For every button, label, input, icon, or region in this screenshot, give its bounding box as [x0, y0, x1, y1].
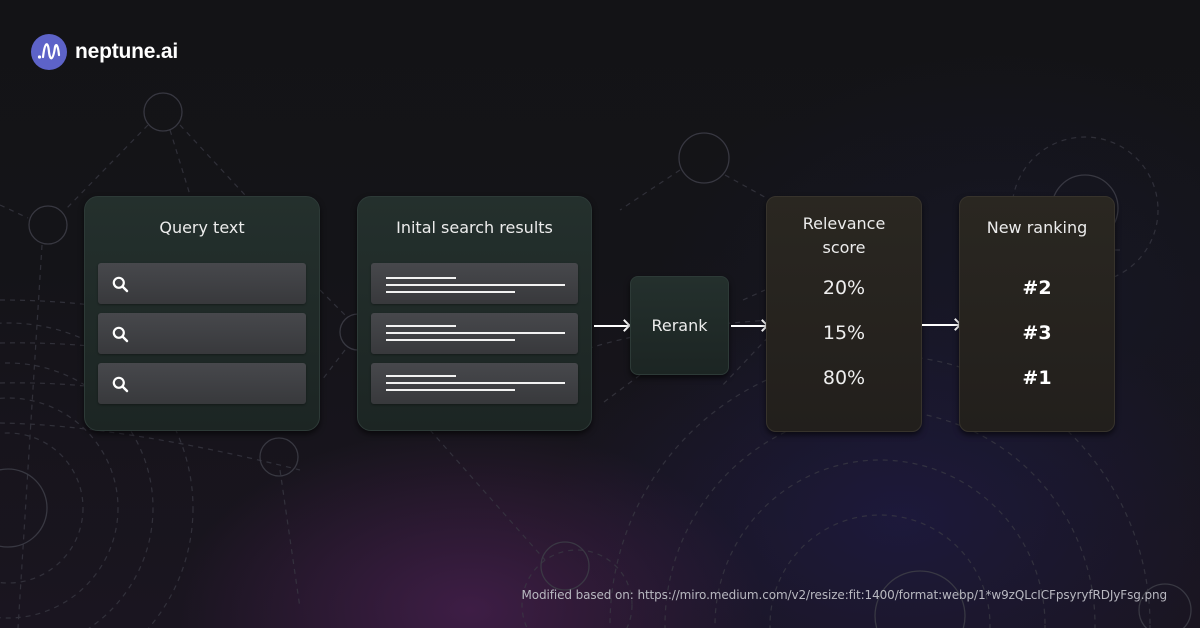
search-icon: [112, 276, 129, 297]
query-row: [98, 363, 306, 404]
result-row: [371, 313, 578, 354]
arrow-right-icon: [594, 325, 628, 327]
brand-name: neptune.ai: [75, 40, 179, 63]
rerank-label: Rerank: [651, 316, 708, 335]
text-line-placeholder: [386, 284, 565, 286]
ranking-title: New ranking: [986, 218, 1088, 237]
relevance-title-line1: Relevance: [802, 214, 886, 233]
query-row: [98, 263, 306, 304]
query-row: [98, 313, 306, 354]
search-icon: [112, 326, 129, 347]
results-box-title: Inital search results: [396, 218, 553, 237]
new-ranking-box: New ranking #2 #3 #1: [959, 196, 1115, 432]
text-line-placeholder: [386, 339, 515, 341]
search-icon: [112, 376, 129, 397]
source-credit: Modified based on: https://miro.medium.c…: [521, 588, 1167, 602]
query-box-title: Query text: [159, 218, 245, 237]
relevance-score-value: 20%: [822, 277, 866, 299]
relevance-score-value: 15%: [822, 322, 866, 344]
arrow-right-icon: [922, 324, 959, 326]
text-line-placeholder: [386, 382, 565, 384]
relevance-score-box: Relevance score 20% 15% 80%: [766, 196, 922, 432]
text-line-placeholder: [386, 375, 456, 377]
text-line-placeholder: [386, 332, 565, 334]
rank-value: #1: [1022, 367, 1052, 389]
initial-search-results-box: Inital search results: [357, 196, 592, 431]
relevance-score-value: 80%: [822, 367, 866, 389]
result-row: [371, 363, 578, 404]
rank-value: #2: [1022, 277, 1052, 299]
result-row: [371, 263, 578, 304]
rerank-box: Rerank: [630, 276, 729, 375]
neptune-logo-icon: [31, 34, 67, 70]
query-text-box: Query text: [84, 196, 320, 431]
text-line-placeholder: [386, 389, 515, 391]
text-line-placeholder: [386, 277, 456, 279]
arrow-right-icon: [731, 325, 766, 327]
brand-logo: neptune.ai: [31, 34, 178, 70]
text-line-placeholder: [386, 325, 456, 327]
relevance-title-line2: score: [822, 238, 866, 257]
rank-value: #3: [1022, 322, 1052, 344]
text-line-placeholder: [386, 291, 515, 293]
